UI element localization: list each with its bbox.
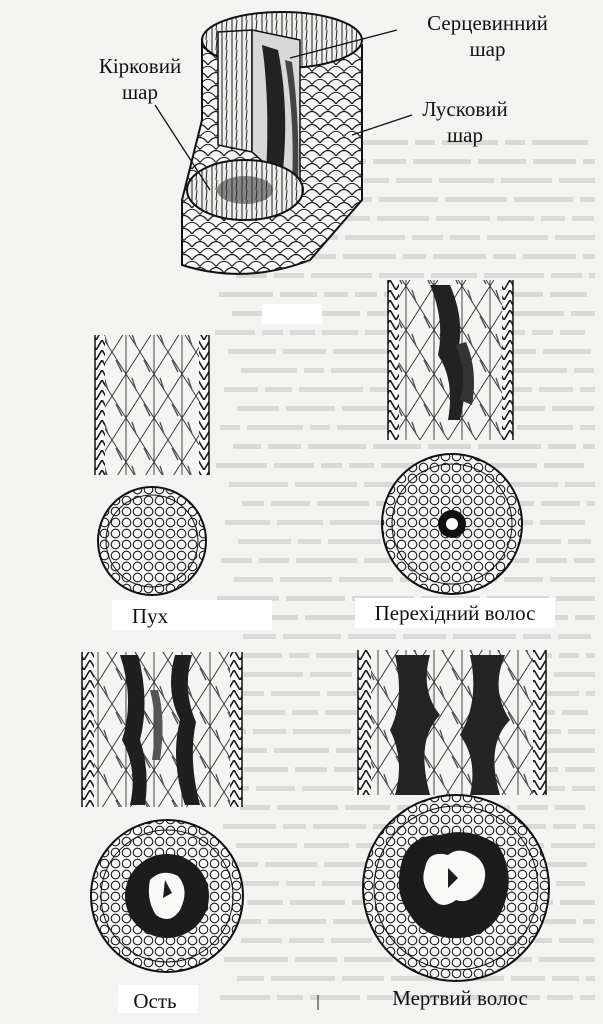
label-transitional-hair: Перехідний волос [355, 600, 555, 626]
label-cortex-layer: Кірковий шар [85, 53, 195, 105]
guard-hair-cross-section [91, 820, 243, 972]
hair-3d-cutaway [155, 12, 412, 274]
label-medulla-line1: Серцевинний [400, 10, 575, 36]
label-guard-hair: Ость [115, 988, 195, 1014]
dead-hair-segment [358, 650, 546, 795]
label-dead-hair: Мертвий волос [370, 985, 550, 1011]
label-cortex-line1: Кірковий [85, 53, 195, 79]
label-cuticle-layer: Лусковий шар [410, 96, 520, 148]
transitional-hair-cross-section [382, 454, 522, 594]
label-down-hair: Пух [105, 603, 195, 629]
dead-hair-cross-section [363, 795, 549, 981]
label-medulla-line2: шар [400, 36, 575, 62]
label-cortex-line2: шар [85, 79, 195, 105]
down-hair-cross-section [98, 487, 206, 595]
transitional-hair-segment [388, 280, 513, 440]
label-cuticle-line1: Лусковий [410, 96, 520, 122]
label-cuticle-line2: шар [410, 122, 520, 148]
label-medulla-layer: Серцевинний шар [400, 10, 575, 62]
guard-hair-segment [82, 652, 242, 807]
down-hair-segment [95, 335, 209, 475]
